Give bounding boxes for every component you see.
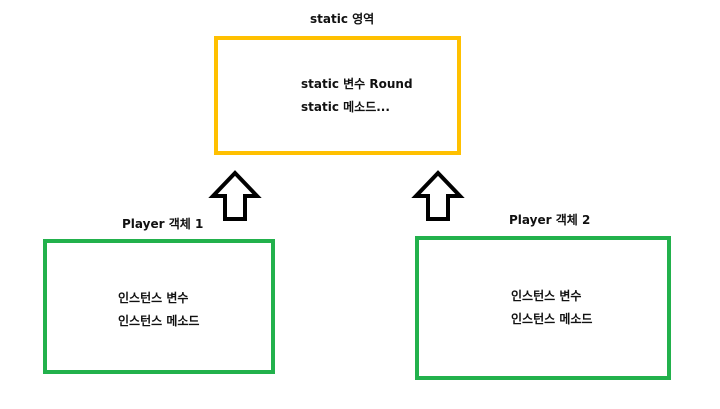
player2-instance-method-line: 인스턴스 메소드 <box>511 312 593 326</box>
player1-title: Player 객체 1 <box>122 217 204 231</box>
player2-box <box>415 236 671 380</box>
static-area-content: static 변수 Round static 메소드... <box>301 73 413 119</box>
player1-instance-variable-line: 인스턴스 변수 <box>118 291 189 305</box>
up-arrow-icon <box>411 170 465 221</box>
static-method-line: static 메소드... <box>301 100 390 114</box>
static-area-box <box>214 36 461 155</box>
player2-instance-variable-line: 인스턴스 변수 <box>511 289 582 303</box>
player1-instance-method-line: 인스턴스 메소드 <box>118 314 200 328</box>
static-variable-line: static 변수 Round <box>301 77 413 91</box>
player2-content: 인스턴스 변수 인스턴스 메소드 <box>511 285 592 331</box>
up-arrow-icon <box>208 170 262 221</box>
player1-content: 인스턴스 변수 인스턴스 메소드 <box>118 287 199 333</box>
player2-title: Player 객체 2 <box>509 213 591 227</box>
static-area-title: static 영역 <box>310 12 375 26</box>
player1-box <box>43 239 275 374</box>
